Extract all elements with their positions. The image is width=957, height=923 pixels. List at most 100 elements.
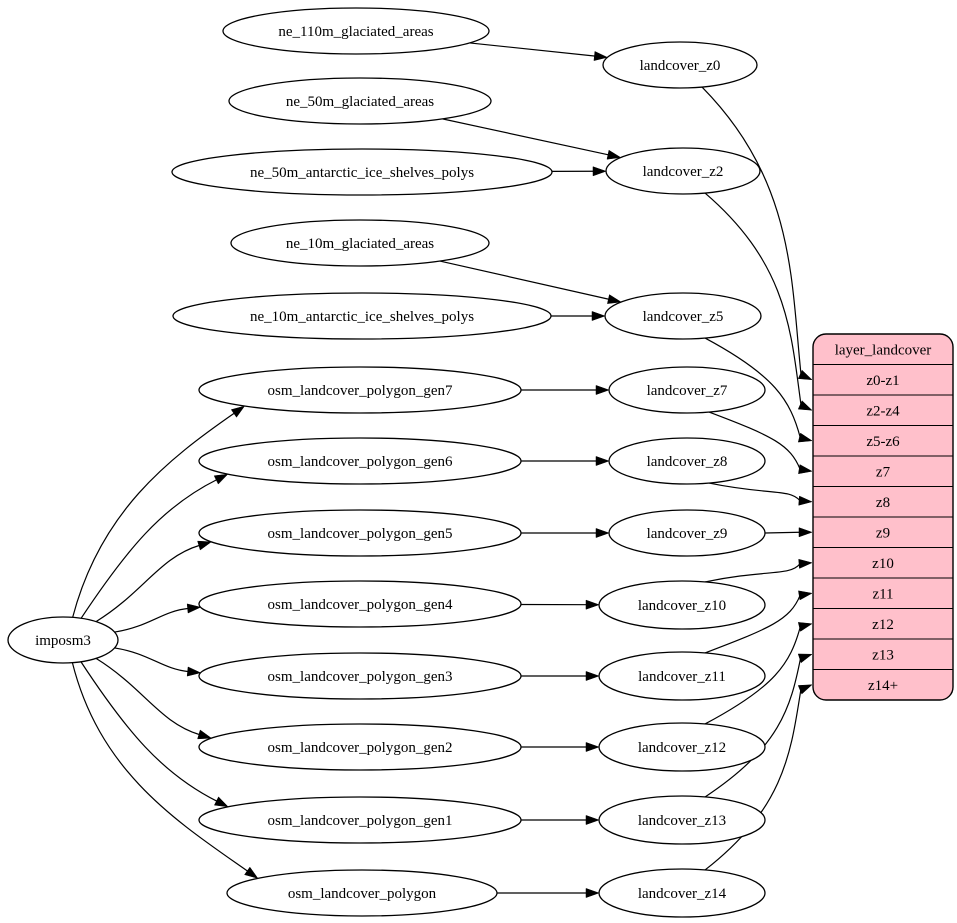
edge-ne_110m_glaciated_areas-to-landcover_z0 bbox=[469, 42, 596, 57]
node-label-landcover_z7: landcover_z7 bbox=[647, 383, 728, 399]
node-landcover_z12: landcover_z12 bbox=[598, 722, 766, 772]
node-ne_50m_antarctic_ice_shelves_polys: ne_50m_antarctic_ice_shelves_polys bbox=[171, 148, 553, 196]
node-ellipse-osm_landcover_polygon_gen7 bbox=[198, 366, 522, 414]
edge-ne_50m_glaciated_areas-to-landcover_z2-arrowhead bbox=[606, 149, 622, 160]
edge-imposm3-to-osm_landcover_polygon_gen3 bbox=[114, 647, 189, 673]
node-ellipse-landcover_z12 bbox=[598, 722, 766, 772]
edge-osm_landcover_polygon_gen5-to-landcover_z9-arrowhead bbox=[595, 528, 610, 538]
record-row-z8: z8 bbox=[876, 495, 890, 511]
edge-osm_landcover_polygon_gen4-to-landcover_z10-arrowhead bbox=[585, 599, 600, 610]
record-title: layer_landcover bbox=[835, 342, 932, 358]
node-landcover_z9: landcover_z9 bbox=[608, 509, 766, 557]
edge-ne_110m_glaciated_areas-to-landcover_z0-arrowhead bbox=[593, 51, 609, 61]
record-row-z11: z11 bbox=[872, 586, 893, 602]
node-osm_landcover_polygon_gen7: osm_landcover_polygon_gen7 bbox=[198, 366, 522, 414]
edge-landcover_z5-to-layer_landcover-z5-z6-arrowhead bbox=[797, 432, 813, 443]
node-osm_landcover_polygon_gen3: osm_landcover_polygon_gen3 bbox=[198, 652, 522, 700]
edge-ne_50m_antarctic_ice_shelves_polys-to-landcover_z2-arrowhead bbox=[592, 166, 607, 177]
edge-osm_landcover_polygon_gen3-to-landcover_z11-arrowhead bbox=[585, 671, 600, 681]
edge-landcover_z14-to-layer_landcover-z14+-arrowhead bbox=[797, 684, 813, 695]
edge-osm_landcover_polygon_gen1-to-landcover_z13-arrowhead bbox=[585, 815, 600, 825]
node-label-landcover_z0: landcover_z0 bbox=[640, 58, 721, 74]
node-label-landcover_z2: landcover_z2 bbox=[643, 164, 724, 180]
edge-landcover_z8-to-layer_landcover-z8-arrowhead bbox=[798, 495, 813, 506]
edge-imposm3-to-osm_landcover_polygon_gen5-arrowhead bbox=[197, 540, 213, 551]
node-ellipse-landcover_z14 bbox=[598, 868, 766, 918]
node-label-ne_50m_antarctic_ice_shelves_polys: ne_50m_antarctic_ice_shelves_polys bbox=[250, 165, 474, 181]
edge-landcover_z9-to-layer_landcover-z9 bbox=[764, 531, 801, 534]
node-ellipse-landcover_z11 bbox=[598, 651, 766, 701]
node-ellipse-landcover_z13 bbox=[598, 795, 766, 845]
node-ellipse-landcover_z0 bbox=[602, 41, 758, 89]
record-row-z9: z9 bbox=[876, 525, 890, 541]
edge-imposm3-to-osm_landcover_polygon_gen3-arrowhead bbox=[186, 666, 202, 677]
node-label-landcover_z10: landcover_z10 bbox=[638, 598, 726, 614]
node-label-osm_landcover_polygon_gen4: osm_landcover_polygon_gen4 bbox=[268, 597, 453, 613]
node-label-osm_landcover_polygon_gen3: osm_landcover_polygon_gen3 bbox=[268, 669, 453, 685]
edge-landcover_z14-to-layer_landcover-z14+ bbox=[704, 689, 802, 871]
node-osm_landcover_polygon_gen4: osm_landcover_polygon_gen4 bbox=[198, 580, 522, 628]
node-landcover_z0: landcover_z0 bbox=[602, 41, 758, 89]
node-landcover_z14: landcover_z14 bbox=[598, 868, 766, 918]
edge-landcover_z0-to-layer_landcover-z0-z1-arrowhead bbox=[797, 369, 813, 381]
node-ellipse-landcover_z8 bbox=[608, 437, 766, 485]
node-ellipse-ne_50m_antarctic_ice_shelves_polys bbox=[171, 148, 553, 196]
edge-imposm3-to-osm_landcover_polygon_gen4 bbox=[114, 607, 189, 633]
node-ne_10m_antarctic_ice_shelves_polys: ne_10m_antarctic_ice_shelves_polys bbox=[172, 292, 552, 340]
edge-imposm3-to-osm_landcover_polygon_gen1-arrowhead bbox=[214, 796, 229, 808]
edge-osm_landcover_polygon_gen7-to-landcover_z7-arrowhead bbox=[595, 385, 610, 395]
edge-imposm3-to-osm_landcover_polygon-arrowhead bbox=[244, 866, 259, 879]
node-ellipse-osm_landcover_polygon bbox=[226, 869, 498, 917]
edge-imposm3-to-osm_landcover_polygon_gen2-arrowhead bbox=[197, 729, 213, 740]
node-ellipse-imposm3 bbox=[7, 616, 119, 664]
node-osm_landcover_polygon_gen2: osm_landcover_polygon_gen2 bbox=[198, 723, 522, 771]
node-label-osm_landcover_polygon_gen6: osm_landcover_polygon_gen6 bbox=[268, 454, 453, 470]
node-ellipse-landcover_z5 bbox=[604, 292, 762, 340]
edge-imposm3-to-osm_landcover_polygon_gen1 bbox=[80, 661, 218, 802]
record-layer: layer_landcoverz0-z1z2-z4z5-z6z7z8z9z10z… bbox=[812, 333, 954, 701]
node-landcover_z8: landcover_z8 bbox=[608, 437, 766, 485]
edge-ne_10m_antarctic_ice_shelves_polys-to-landcover_z5-arrowhead bbox=[591, 311, 606, 321]
edge-landcover_z7-to-layer_landcover-z7-arrowhead bbox=[798, 464, 813, 475]
node-label-osm_landcover_polygon_gen2: osm_landcover_polygon_gen2 bbox=[268, 740, 453, 756]
node-imposm3: imposm3 bbox=[7, 616, 119, 664]
edge-ne_10m_glaciated_areas-to-landcover_z5 bbox=[439, 260, 610, 300]
edge-ne_50m_glaciated_areas-to-landcover_z2 bbox=[442, 118, 610, 156]
record-row-z2-z4: z2-z4 bbox=[866, 403, 900, 419]
node-ellipse-osm_landcover_polygon_gen2 bbox=[198, 723, 522, 771]
edge-imposm3-to-osm_landcover_polygon_gen2 bbox=[95, 657, 201, 736]
node-label-ne_110m_glaciated_areas: ne_110m_glaciated_areas bbox=[278, 24, 433, 40]
node-landcover_z5: landcover_z5 bbox=[604, 292, 762, 340]
node-label-osm_landcover_polygon: osm_landcover_polygon bbox=[288, 886, 437, 902]
node-label-imposm3: imposm3 bbox=[35, 633, 91, 649]
nodes-layer: imposm3ne_110m_glaciated_areasne_50m_gla… bbox=[7, 7, 766, 918]
node-label-landcover_z12: landcover_z12 bbox=[638, 740, 726, 756]
node-label-osm_landcover_polygon_gen1: osm_landcover_polygon_gen1 bbox=[268, 813, 453, 829]
edges-layer bbox=[71, 42, 813, 898]
edge-landcover_z12-to-layer_landcover-z12-arrowhead bbox=[797, 622, 813, 632]
edge-osm_landcover_polygon-to-landcover_z14-arrowhead bbox=[585, 888, 600, 898]
node-osm_landcover_polygon: osm_landcover_polygon bbox=[226, 869, 498, 917]
edge-landcover_z11-to-layer_landcover-z11 bbox=[704, 594, 801, 654]
edge-imposm3-to-osm_landcover_polygon_gen7-arrowhead bbox=[230, 405, 246, 418]
edge-imposm3-to-osm_landcover_polygon_gen6-arrowhead bbox=[213, 473, 229, 485]
node-label-landcover_z13: landcover_z13 bbox=[638, 813, 726, 829]
node-ellipse-landcover_z10 bbox=[598, 580, 766, 630]
node-ellipse-ne_10m_antarctic_ice_shelves_polys bbox=[172, 292, 552, 340]
node-osm_landcover_polygon_gen5: osm_landcover_polygon_gen5 bbox=[198, 509, 522, 557]
edge-landcover_z10-to-layer_landcover-z10-arrowhead bbox=[798, 558, 813, 569]
edge-landcover_z5-to-layer_landcover-z5-z6 bbox=[704, 337, 801, 439]
edge-landcover_z2-to-layer_landcover-z2-z4 bbox=[704, 192, 802, 406]
edge-landcover_z8-to-layer_landcover-z8 bbox=[708, 482, 801, 502]
node-label-ne_10m_glaciated_areas: ne_10m_glaciated_areas bbox=[286, 236, 434, 252]
node-ellipse-osm_landcover_polygon_gen1 bbox=[198, 796, 522, 844]
record-row-z10: z10 bbox=[872, 556, 894, 572]
edge-landcover_z11-to-layer_landcover-z11-arrowhead bbox=[798, 590, 813, 601]
edge-landcover_z7-to-layer_landcover-z7 bbox=[708, 411, 801, 470]
edge-landcover_z13-to-layer_landcover-z13 bbox=[704, 657, 802, 798]
node-osm_landcover_polygon_gen1: osm_landcover_polygon_gen1 bbox=[198, 796, 522, 844]
node-ellipse-landcover_z7 bbox=[608, 366, 766, 414]
edge-landcover_z0-to-layer_landcover-z0-z1 bbox=[701, 86, 802, 375]
